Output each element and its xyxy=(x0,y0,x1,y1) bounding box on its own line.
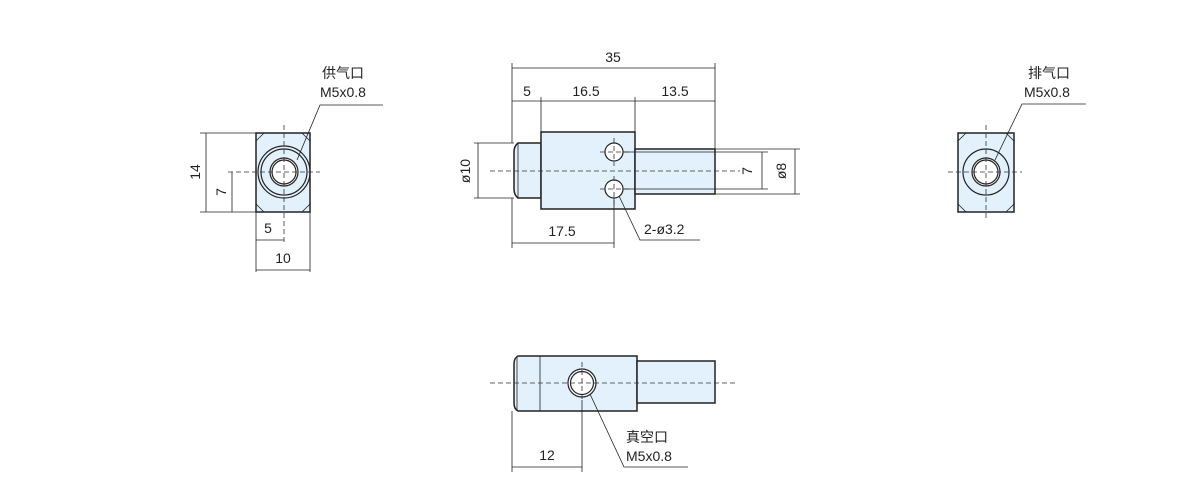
dim-length-13-5: 13.5 xyxy=(661,83,688,99)
dim-hole-spacing-7: 7 xyxy=(739,167,755,175)
dim-height-7: 7 xyxy=(213,188,229,196)
bottom-rod xyxy=(636,360,716,404)
right-port-thread-label: M5x0.8 xyxy=(1024,84,1070,100)
right-view-centerlines xyxy=(948,125,1022,220)
hole-callout-leader xyxy=(618,195,700,241)
bottom-port-label: 真空口 xyxy=(626,429,668,445)
front-length-dims xyxy=(511,63,716,149)
left-end-view: 供气口 M5x0.8 14 7 5 10 xyxy=(187,65,383,272)
hole-callout: 2-ø3.2 xyxy=(644,221,685,237)
dim-hole-position-17-5: 17.5 xyxy=(548,223,575,239)
bottom-port-thread-label: M5x0.8 xyxy=(626,448,672,464)
front-centerlines xyxy=(490,138,740,205)
left-port-label: 供气口 xyxy=(322,65,364,81)
right-port-leader xyxy=(994,103,1086,161)
dim-length-5: 5 xyxy=(523,83,531,99)
front-view: 35 5 16.5 13.5 ø10 7 ø8 17.5 2-ø3.2 xyxy=(457,49,800,248)
left-view-centerlines xyxy=(228,125,320,245)
hole-position-dim xyxy=(511,198,615,248)
bottom-centerlines xyxy=(490,362,735,400)
bottom-view: 12 真空口 M5x0.8 xyxy=(490,355,735,472)
dim-width-5: 5 xyxy=(264,220,272,236)
left-port-thread-label: M5x0.8 xyxy=(320,84,366,100)
front-rod xyxy=(634,148,716,195)
dim-port-position-12: 12 xyxy=(539,447,555,463)
left-port-leader xyxy=(296,104,383,161)
dim-length-35: 35 xyxy=(605,49,621,65)
bottom-body-steps xyxy=(516,356,541,411)
dim-width-10: 10 xyxy=(275,250,291,266)
left-width-dims xyxy=(255,212,311,272)
nub-diameter-dim xyxy=(474,142,514,199)
dim-diameter-8: ø8 xyxy=(773,163,789,180)
right-end-view: 排气口 M5x0.8 xyxy=(948,65,1086,220)
front-body xyxy=(540,131,636,210)
left-height-dims xyxy=(200,132,256,213)
front-nub xyxy=(513,142,542,199)
left-view-chamfers xyxy=(255,132,311,213)
dim-height-14: 14 xyxy=(187,164,203,180)
dim-diameter-10: ø10 xyxy=(457,159,473,183)
bottom-port-dim xyxy=(511,400,583,472)
rod-dims xyxy=(623,148,800,195)
bottom-port-leader xyxy=(589,393,688,468)
dim-length-16-5: 16.5 xyxy=(572,83,599,99)
right-port-label: 排气口 xyxy=(1028,65,1070,81)
right-view-chamfers xyxy=(957,132,1015,213)
